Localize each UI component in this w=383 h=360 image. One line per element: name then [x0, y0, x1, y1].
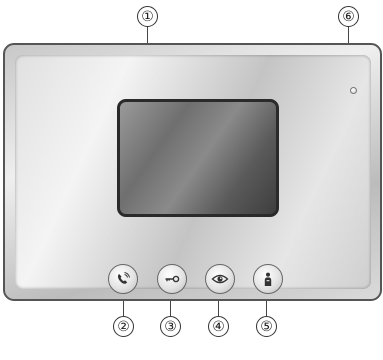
key-icon — [165, 275, 180, 283]
unlock-button[interactable] — [157, 264, 187, 294]
callout-intercom-button: ⑤ — [256, 316, 277, 337]
person-icon — [264, 272, 272, 286]
callout-talk-button: ② — [113, 316, 134, 337]
callout-indicator-light: ⑥ — [338, 6, 359, 27]
display-screen — [117, 99, 279, 217]
eye-icon — [211, 274, 229, 284]
talk-button[interactable] — [108, 264, 138, 294]
intercom-button[interactable] — [253, 264, 283, 294]
callout-monitor-button: ④ — [208, 316, 229, 337]
indicator-light — [350, 87, 357, 94]
callout-unlock-button: ③ — [160, 316, 181, 337]
front-panel — [15, 55, 371, 294]
monitor-button[interactable] — [205, 264, 235, 294]
callout-screen: ① — [137, 6, 158, 27]
phone-handset-icon — [117, 272, 130, 284]
monitor-device — [3, 43, 382, 301]
